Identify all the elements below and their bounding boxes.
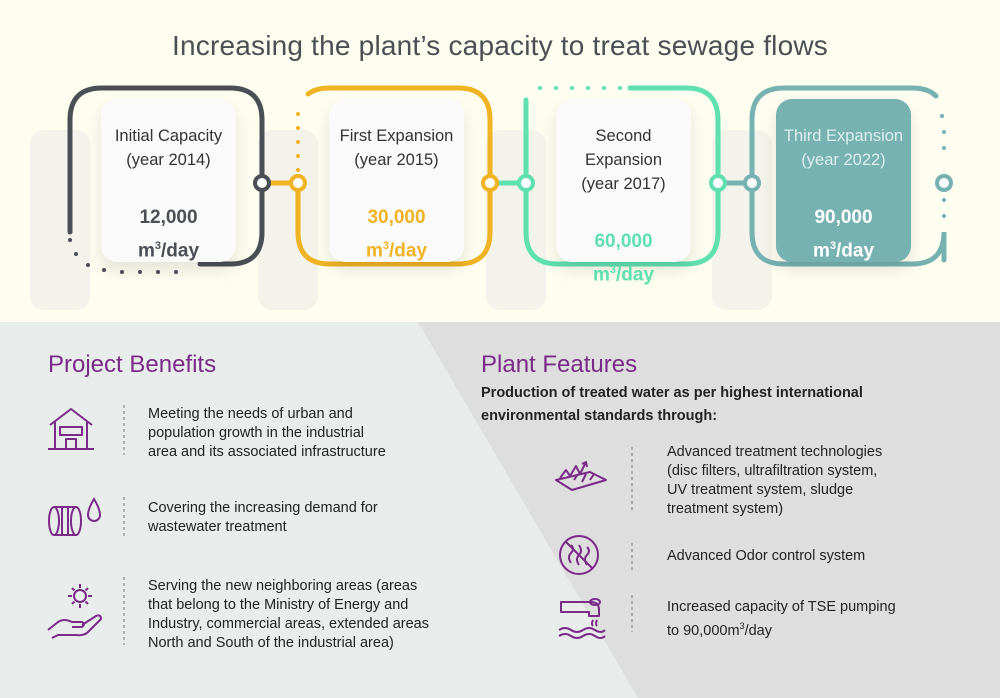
card-label-line1: Second Expansion — [584, 127, 663, 169]
subheading-line: environmental standards through: — [481, 408, 718, 424]
benefit-text: area and its associated infrastructure — [148, 444, 386, 460]
feature-item-3: Increased capacity of TSE pumping to 90,… — [667, 598, 896, 641]
capacity-unit: m3/day — [592, 264, 655, 286]
benefit-item-3: Serving the new neighboring areas (areas… — [148, 577, 429, 653]
no-odor-icon — [559, 535, 599, 575]
capacity-value: 90,000 — [814, 207, 873, 228]
card-label-line1: Third Expansion — [783, 127, 904, 145]
capacity-unit: m3/day — [812, 240, 875, 262]
card-value: 60,000 m3/day — [556, 228, 691, 289]
timeline-card-third-expansion: Third Expansion (year 2022) 90,000 m3/da… — [776, 99, 911, 262]
subheading-line: Production of treated water as per highe… — [481, 385, 863, 401]
timeline-card-initial: Initial Capacity (year 2014) 12,000 m3/d… — [101, 99, 236, 262]
filter-icon — [555, 461, 607, 491]
card-value: 12,000 m3/day — [101, 204, 236, 265]
feature-text: Advanced treatment technologies — [667, 444, 883, 460]
benefit-text: that belong to the Ministry of Energy an… — [148, 597, 409, 613]
timeline-card-second-expansion: Second Expansion (year 2017) 60,000 m3/d… — [556, 99, 691, 285]
benefits-heading: Project Benefits — [48, 351, 217, 378]
capacity-unit: m3/day — [137, 240, 200, 262]
benefit-text: Meeting the needs of urban and — [148, 406, 353, 422]
pump-outflow-icon — [558, 598, 606, 639]
page-title: Increasing the plant’s capacity to treat… — [172, 30, 828, 61]
feature-text: Advanced Odor control system — [667, 548, 866, 564]
feature-text: (disc filters, ultrafiltration system, — [667, 463, 878, 479]
benefit-item-1: Meeting the needs of urban and populatio… — [148, 405, 386, 462]
features-subheading: Production of treated water as per highe… — [481, 382, 863, 428]
feature-item-2: Advanced Odor control system — [667, 547, 865, 566]
timeline-frame-1 — [67, 85, 265, 267]
features-heading: Plant Features — [481, 351, 638, 378]
benefit-text: Covering the increasing demand for — [148, 500, 378, 516]
timeline-card-first-expansion: First Expansion (year 2015) 30,000 m3/da… — [329, 99, 464, 262]
card-label-line1: Initial Capacity — [114, 127, 223, 145]
card-label-line2: (year 2017) — [581, 175, 666, 193]
feature-text: treatment system) — [667, 501, 784, 517]
card-value: 90,000 m3/day — [776, 204, 911, 265]
feature-text: UV treatment system, sludge — [667, 482, 854, 498]
feature-item-1: Advanced treatment technologies (disc fi… — [667, 443, 882, 519]
capacity-unit: m3/day — [365, 240, 428, 262]
house-icon — [48, 408, 94, 450]
card-label-line2: (year 2014) — [126, 151, 211, 169]
benefit-text: wastewater treatment — [148, 519, 287, 535]
capacity-value: 12,000 — [139, 207, 198, 228]
hand-gear-icon — [47, 584, 102, 639]
benefit-text: Serving the new neighboring areas (areas — [148, 578, 418, 594]
pipe-drop-icon — [48, 497, 102, 536]
card-label-line1: First Expansion — [339, 127, 454, 145]
card-label-line2: (year 2015) — [354, 151, 439, 169]
card-value: 30,000 m3/day — [329, 204, 464, 265]
benefit-item-2: Covering the increasing demand for waste… — [148, 499, 378, 537]
benefit-text: North and South of the industrial area) — [148, 635, 394, 651]
card-label-line2: (year 2022) — [801, 151, 886, 169]
feature-text: Increased capacity of TSE pumping — [667, 599, 896, 615]
capacity-value: 60,000 — [594, 231, 653, 252]
capacity-value: 30,000 — [367, 207, 426, 228]
benefit-text: Industry, commercial areas, extended are… — [148, 616, 430, 632]
feature-text: to 90,000m3/day — [667, 621, 772, 639]
benefit-text: population growth in the industrial — [148, 425, 365, 441]
